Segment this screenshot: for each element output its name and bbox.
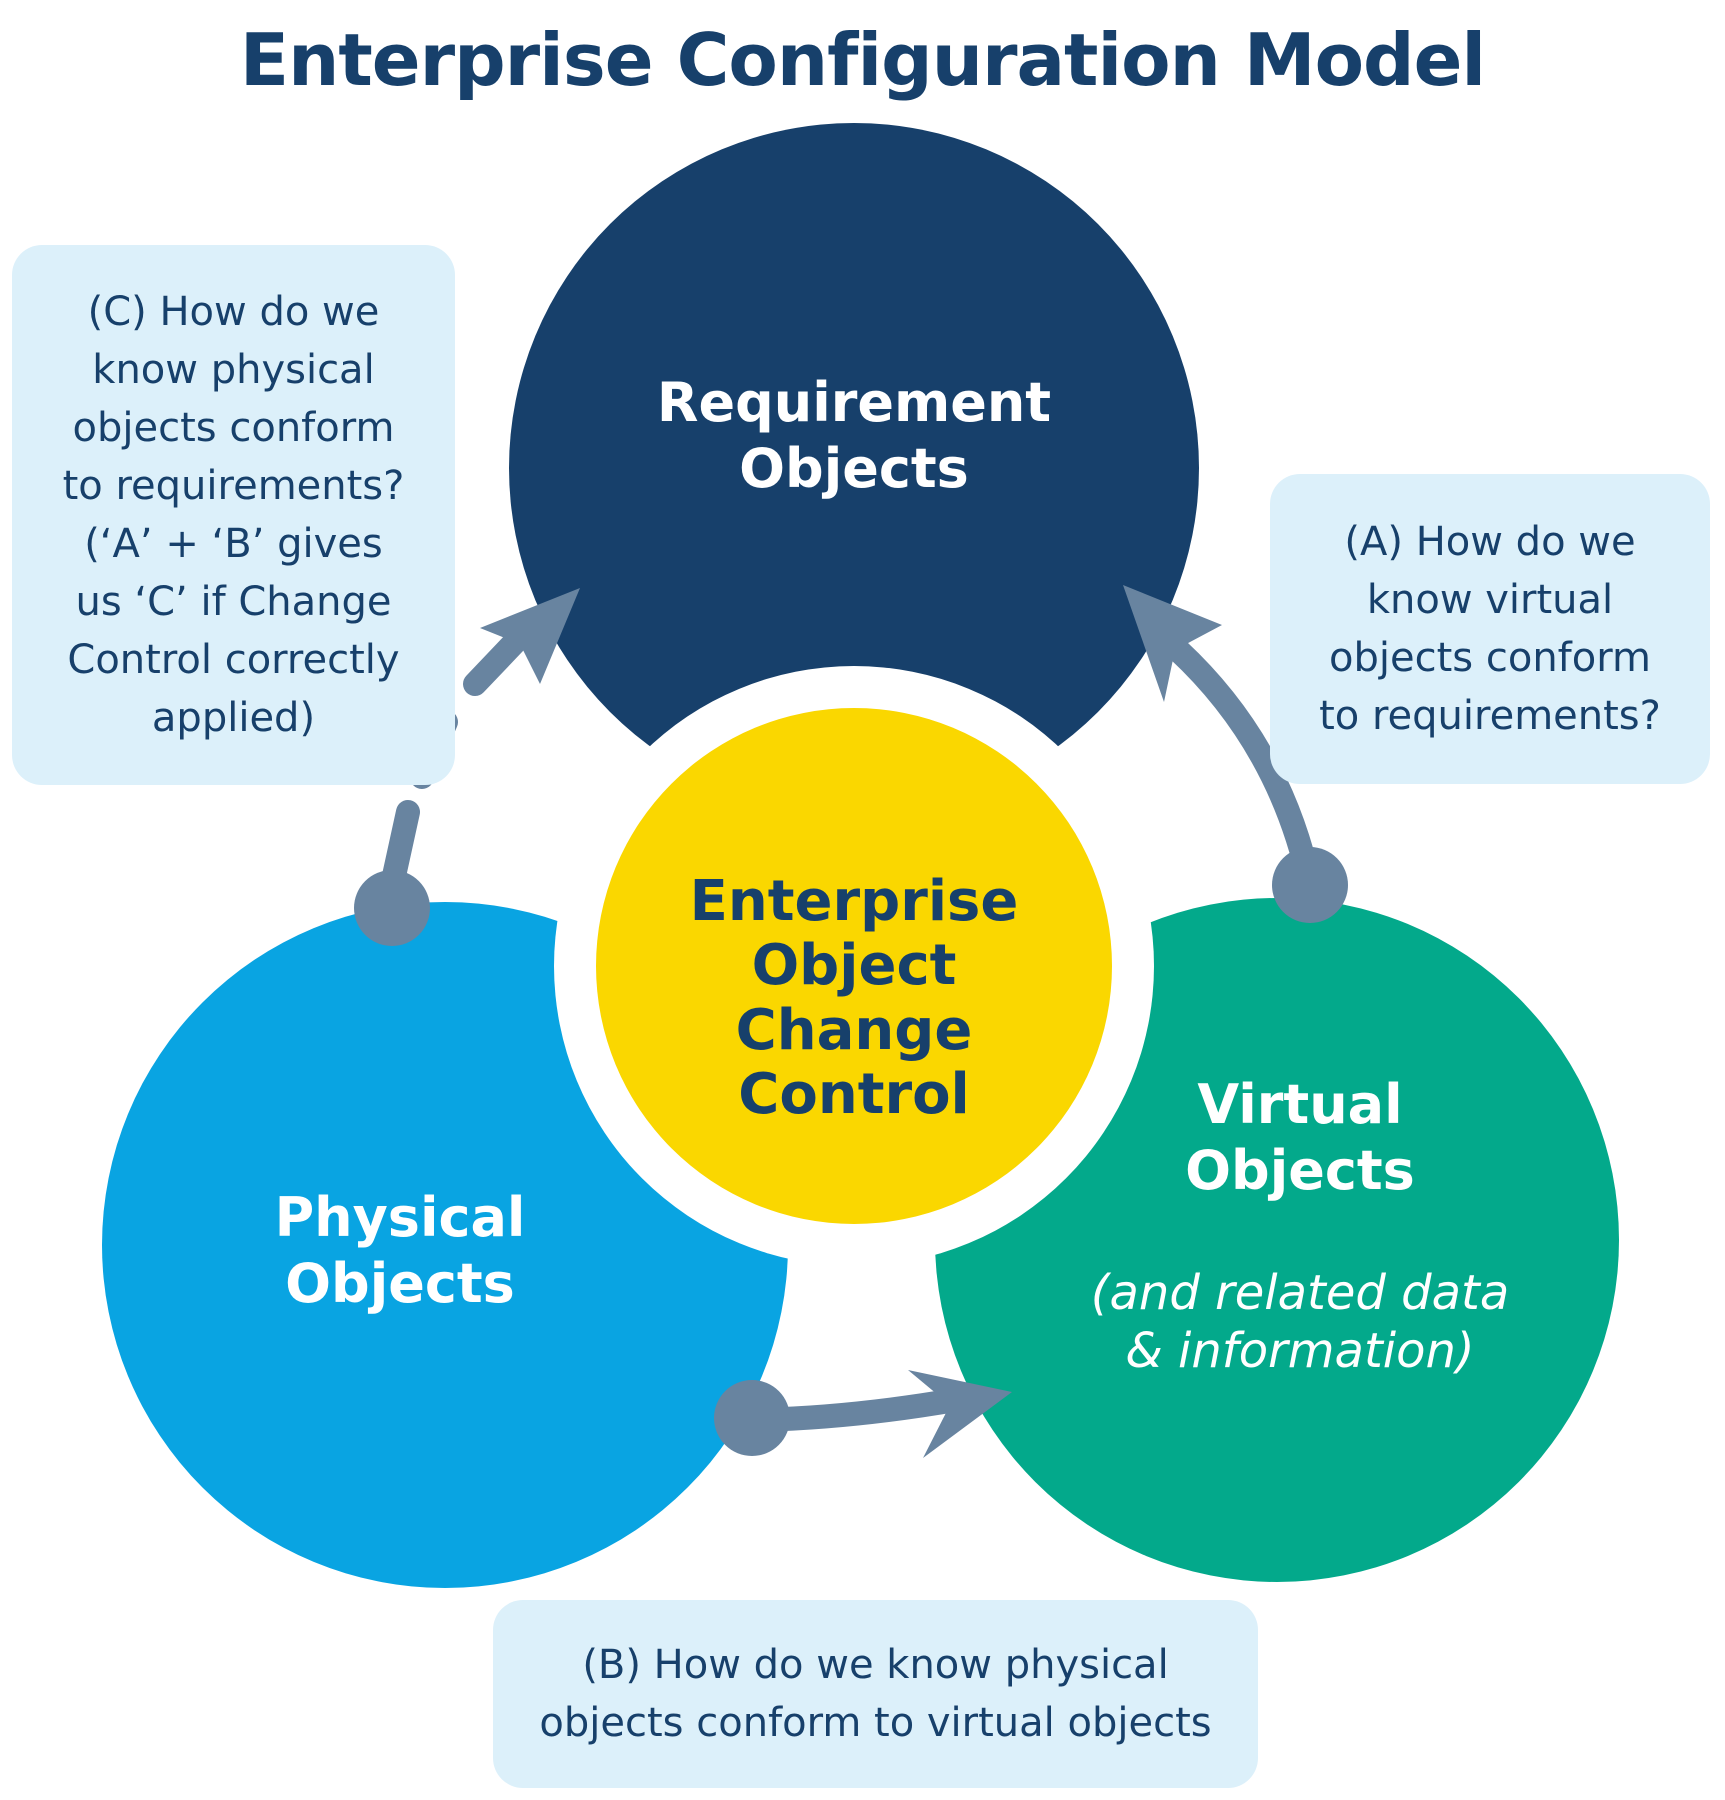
virtual-label-line2: Objects bbox=[1185, 1138, 1415, 1202]
arrow-b bbox=[714, 1370, 1012, 1458]
callout-a-line: know virtual bbox=[1366, 577, 1614, 623]
virtual-label: Virtual Objects bbox=[1100, 1072, 1500, 1204]
center-label-line3: Control bbox=[738, 1062, 970, 1128]
callout-c-line: applied) bbox=[151, 695, 316, 741]
callout-c-line: objects conform bbox=[72, 405, 395, 451]
virtual-sublabel: (and related data & information) bbox=[1060, 1265, 1540, 1380]
callout-c: (C) How do we know physical objects conf… bbox=[12, 245, 455, 785]
callout-a: (A) How do we know virtual objects confo… bbox=[1270, 474, 1710, 784]
physical-label-line1: Physical bbox=[274, 1186, 526, 1249]
callout-c-line: (‘A’ + ‘B’ gives bbox=[84, 521, 383, 567]
requirement-label: Requirement Objects bbox=[604, 370, 1104, 502]
physical-label: Physical Objects bbox=[200, 1185, 600, 1317]
arrow-a bbox=[1123, 585, 1348, 923]
callout-c-line: Control correctly bbox=[67, 637, 400, 683]
center-circle bbox=[596, 708, 1112, 1224]
callout-a-line: (A) How do we bbox=[1344, 519, 1636, 565]
callout-b-line: objects conform to virtual objects bbox=[539, 1700, 1212, 1746]
callout-c-line: to requirements? bbox=[62, 463, 405, 509]
virtual-sublabel-line1: (and related data bbox=[1090, 1265, 1510, 1321]
requirement-label-line1: Requirement bbox=[656, 371, 1052, 434]
callout-c-line: know physical bbox=[92, 347, 375, 393]
callout-c-line: (C) How do we bbox=[87, 289, 380, 335]
callout-c-line: us ‘C’ if Change bbox=[75, 579, 392, 625]
page-title: Enterprise Configuration Model bbox=[239, 18, 1486, 102]
callout-a-line: to requirements? bbox=[1319, 693, 1661, 739]
virtual-label-line1: Virtual bbox=[1197, 1073, 1403, 1136]
virtual-sublabel-line2: & information) bbox=[1125, 1322, 1475, 1379]
requirement-label-line2: Objects bbox=[739, 436, 969, 500]
callout-b-line: (B) How do we know physical bbox=[582, 1642, 1169, 1688]
callout-a-line: objects conform bbox=[1329, 635, 1651, 681]
center-label-line2: Object Change bbox=[735, 933, 973, 1063]
requirement-circle bbox=[509, 123, 1199, 813]
callout-b: (B) How do we know physical objects conf… bbox=[493, 1600, 1258, 1788]
center-label: Enterprise Object Change Control bbox=[624, 869, 1084, 1128]
physical-label-line2: Objects bbox=[285, 1251, 515, 1315]
center-label-line1: Enterprise bbox=[689, 869, 1019, 934]
